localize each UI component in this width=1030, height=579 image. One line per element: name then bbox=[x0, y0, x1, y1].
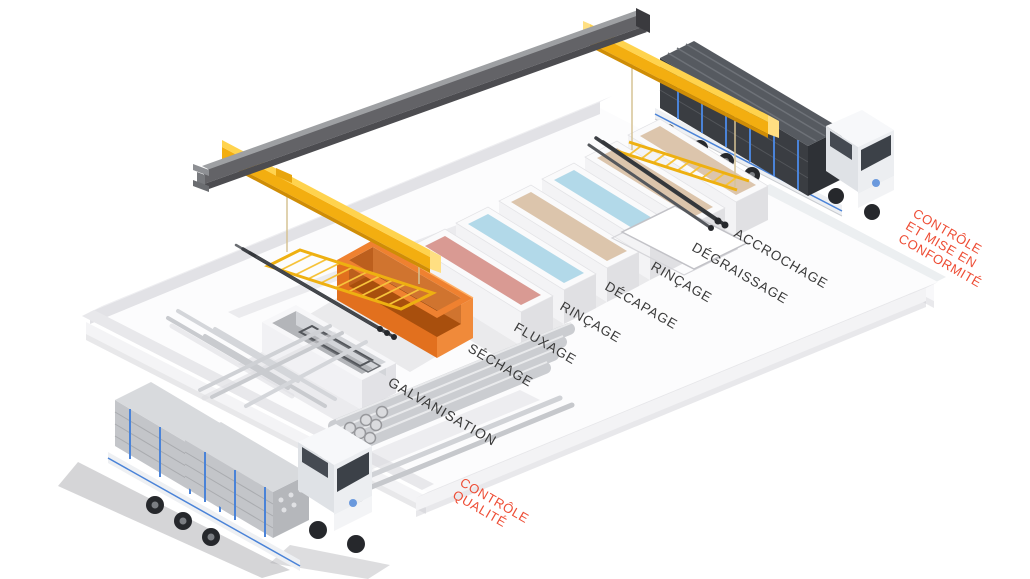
overhead-rail bbox=[193, 8, 650, 192]
wheel bbox=[864, 204, 880, 220]
kettle-shadow bbox=[310, 298, 437, 372]
tank-liquid bbox=[468, 214, 584, 283]
spreader-rungs bbox=[280, 253, 421, 306]
tank-liquid bbox=[511, 192, 627, 261]
raw-steel-bundle bbox=[587, 136, 729, 231]
truck-logo bbox=[872, 179, 880, 187]
truck-shadow bbox=[270, 545, 390, 579]
spreader-frame bbox=[264, 248, 437, 311]
truck-logo bbox=[349, 499, 357, 507]
rail-end-cap bbox=[636, 8, 650, 33]
tank-liquid bbox=[425, 236, 541, 305]
truck-incoming-cab bbox=[826, 110, 894, 220]
rack-rungs bbox=[628, 145, 738, 187]
rack-rail bbox=[628, 140, 750, 183]
truck-outgoing-trailer bbox=[107, 452, 301, 571]
truck-outgoing-cab bbox=[298, 424, 372, 553]
crane-trolley bbox=[276, 168, 292, 183]
wheel bbox=[828, 188, 844, 204]
rail-end-profile-left bbox=[193, 164, 209, 192]
truck-outgoing-load-pipes bbox=[114, 382, 309, 538]
pipe-bundle bbox=[304, 323, 575, 471]
tank-liquid bbox=[640, 126, 756, 195]
gantry-beam-right bbox=[583, 21, 779, 138]
galvanized-profiles bbox=[166, 309, 368, 408]
quench-tank bbox=[262, 305, 396, 410]
curb-southeast bbox=[416, 282, 938, 517]
tank-liquid bbox=[554, 170, 670, 239]
wheel bbox=[309, 521, 327, 539]
wheel bbox=[347, 535, 365, 553]
gantry-beam-left bbox=[222, 140, 441, 273]
rack-rail bbox=[616, 149, 738, 192]
accrochage-zone bbox=[610, 205, 749, 276]
truck-outgoing bbox=[58, 382, 390, 579]
accrochage-rack bbox=[587, 62, 750, 231]
crane-spreader-left bbox=[234, 192, 437, 340]
dipped-steel-bundle bbox=[234, 243, 397, 340]
truck-shadow bbox=[58, 462, 290, 578]
